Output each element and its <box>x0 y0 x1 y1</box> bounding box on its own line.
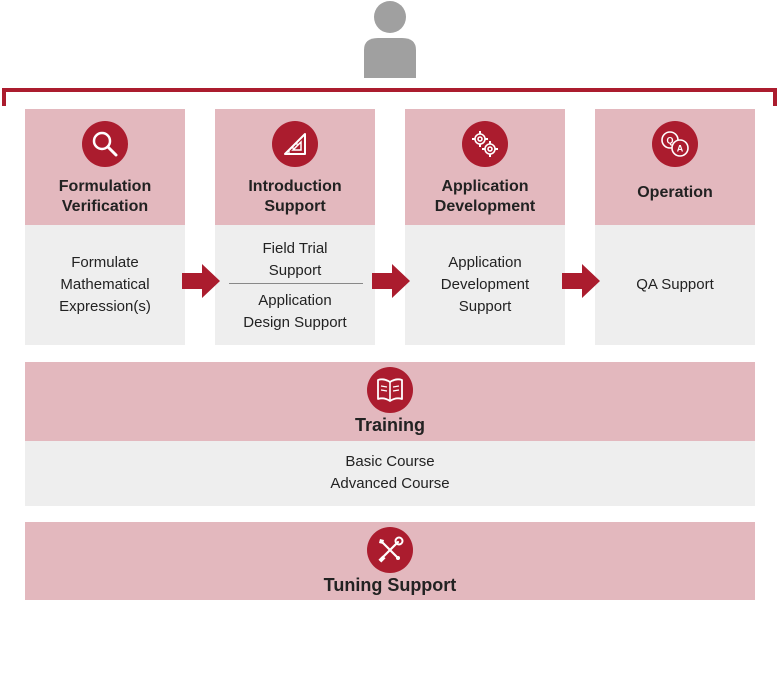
phase-title: Operation <box>637 184 713 201</box>
phase-body-application: Application Development Support <box>405 225 565 345</box>
phase-title: Formulation Verification <box>58 178 152 215</box>
tuning-support-title: Tuning Support <box>323 575 457 595</box>
person-icon <box>362 0 418 78</box>
ruler-triangle-icon <box>272 121 318 167</box>
course-item: Advanced Course <box>330 475 450 492</box>
phase-body-text-top: Field Trial Support <box>262 240 328 279</box>
magnifier-icon <box>82 121 128 167</box>
tuning-support-band: Tuning Support <box>25 522 755 600</box>
phase-title: Application Development <box>434 178 536 215</box>
phase-header-introduction: Introduction Support <box>215 109 375 225</box>
phase-body-introduction: Field Trial Support Application Design S… <box>215 225 375 345</box>
wrench-screwdriver-icon <box>367 527 413 573</box>
svg-text:A: A <box>677 144 684 154</box>
phase-body-text: Application Development Support <box>440 254 530 315</box>
gears-icon <box>462 121 508 167</box>
open-book-icon <box>367 367 413 413</box>
phase-body-text: Formulate Mathematical Expression(s) <box>59 254 151 315</box>
phase-title: Introduction Support <box>248 178 342 215</box>
phase-body-operation: QA Support <box>595 225 755 345</box>
phase-body-text: QA Support <box>636 276 714 293</box>
qa-bubbles-icon: Q A <box>652 121 698 167</box>
training-title: Training <box>354 415 425 435</box>
arrow-right-icon <box>182 264 220 298</box>
phase-header-application: Application Development <box>405 109 565 225</box>
phase-header-operation: Q A Operation <box>595 109 755 225</box>
arrow-right-icon <box>562 264 600 298</box>
arrow-right-icon <box>372 264 410 298</box>
divider-line <box>229 283 363 284</box>
phase-body-text-bottom: Application Design Support <box>243 292 347 331</box>
training-courses: Basic Course Advanced Course <box>25 441 755 506</box>
bracket-line <box>2 88 777 106</box>
training-header: Training <box>25 362 755 441</box>
phase-body-formulation: Formulate Mathematical Expression(s) <box>25 225 185 345</box>
course-item: Basic Course <box>345 453 435 470</box>
svg-text:Q: Q <box>666 136 673 146</box>
phase-header-formulation: Formulation Verification <box>25 109 185 225</box>
